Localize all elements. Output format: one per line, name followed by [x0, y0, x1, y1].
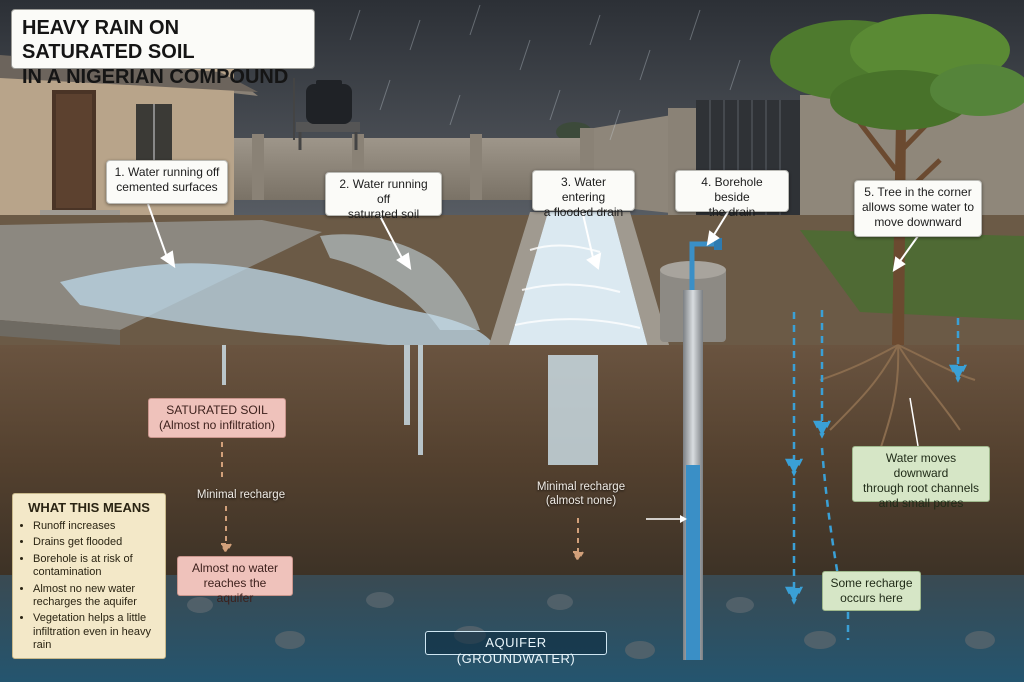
- almost-no-water-line-2: reaches the aquifer: [203, 576, 267, 605]
- callout-corner-tree: 5. Tree in the corner allows some water …: [854, 180, 982, 237]
- list-item: Drains get flooded: [33, 536, 157, 549]
- almost-no-water-line-1: Almost no water: [191, 561, 279, 575]
- what-this-means-panel: WHAT THIS MEANS Runoff increases Drains …: [12, 493, 166, 659]
- some-recharge-line-1: Some recharge: [830, 576, 913, 590]
- title-line-1: HEAVY RAIN ON SATURATED SOIL: [22, 17, 195, 64]
- callout-5-line-2: allows some water to: [861, 200, 975, 214]
- what-this-means-list: Runoff increases Drains get flooded Bore…: [21, 520, 157, 653]
- root-note-line-1: Water moves downward: [885, 451, 957, 480]
- almost-no-water-label: Almost no water reaches the aquifer: [177, 556, 293, 605]
- minimal-recharge-center-line-1: Minimal recharge: [536, 481, 626, 493]
- list-item: Runoff increases: [33, 520, 157, 533]
- list-item: Vegetation helps a little infiltration e…: [33, 612, 157, 652]
- root-note-line-3: and small pores: [878, 496, 964, 510]
- aquifer-label: AQUIFER (GROUNDWATER): [425, 631, 607, 666]
- callout-2-line-1: 2. Water running off: [339, 177, 428, 206]
- water-tank: [293, 78, 360, 150]
- callout-1-line-1: 1. Water running off: [114, 165, 220, 179]
- root-note-line-2: through root channels: [862, 481, 980, 495]
- borehole: [660, 238, 726, 660]
- callout-2-line-2: saturated soil: [347, 207, 420, 221]
- callout-5-line-3: move downward: [874, 215, 962, 229]
- callout-pointers: [147, 203, 919, 447]
- drain-left-wall: [486, 212, 548, 355]
- corner-tree: [770, 14, 1024, 451]
- list-item: Borehole is at risk of contamination: [33, 553, 157, 580]
- callout-flooded-drain: 3. Water entering a flooded drain: [532, 170, 635, 219]
- root-channels-note: Water moves downward through root channe…: [852, 446, 990, 510]
- callout-3-line-2: a flooded drain: [543, 205, 624, 219]
- rain-streaks: [349, 4, 741, 141]
- tan-dashed-arrows: [219, 442, 585, 562]
- minimal-recharge-center: Minimal recharge (almost none): [522, 480, 640, 509]
- callout-4-line-1: 4. Borehole beside: [701, 175, 763, 204]
- callout-1-line-2: cemented surfaces: [116, 180, 218, 194]
- saturated-soil-label: SATURATED SOIL (Almost no infiltration): [148, 398, 286, 438]
- some-recharge-label: Some recharge occurs here: [822, 571, 921, 611]
- surface-runoff: [60, 263, 500, 352]
- what-this-means-heading: WHAT THIS MEANS: [28, 500, 150, 515]
- drain-waterfall: [222, 345, 598, 465]
- callout-cemented-runoff: 1. Water running off cemented surfaces: [106, 160, 228, 204]
- minimal-recharge-center-line-2: (almost none): [545, 495, 617, 508]
- drain-right-wall: [612, 212, 672, 355]
- callout-4-line-2: the drain: [708, 205, 756, 219]
- callout-borehole: 4. Borehole beside the drain: [675, 170, 789, 219]
- title-line-2: IN A NIGERIAN COMPOUND: [22, 65, 289, 88]
- saturated-soil-line-1: SATURATED SOIL: [166, 403, 268, 417]
- saturated-soil-line-2: (Almost no infiltration): [158, 418, 276, 432]
- some-recharge-line-2: occurs here: [840, 591, 903, 605]
- green-patch: [800, 230, 1024, 320]
- callout-3-line-1: 3. Water entering: [561, 175, 606, 204]
- soil-runoff: [320, 234, 480, 330]
- minimal-recharge-left: Minimal recharge: [196, 489, 286, 501]
- callout-soil-runoff: 2. Water running off saturated soil: [325, 172, 442, 221]
- list-item: Almost no new water recharges the aquife…: [33, 583, 157, 610]
- page-title: HEAVY RAIN ON SATURATED SOIL IN A NIGERI…: [11, 9, 315, 88]
- blue-dashed-arrows: [784, 310, 968, 640]
- callout-5-line-1: 5. Tree in the corner: [864, 185, 972, 199]
